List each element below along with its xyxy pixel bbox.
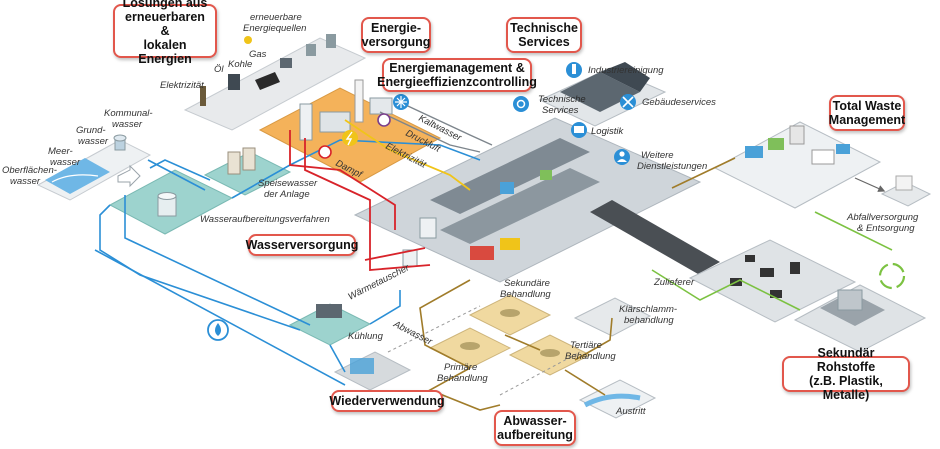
- box-water-supply: Wasserversorgung: [245, 234, 359, 256]
- label-waste-disposal-1: Abfallversorgung: [846, 212, 919, 223]
- box-total-waste-text: Total Waste Management: [828, 99, 906, 127]
- label-feedwater-2: der Anlage: [264, 189, 310, 200]
- box-wastewater-treatment-text: Abwasser- aufbereitung: [497, 414, 573, 442]
- label-sea-2: wasser: [50, 157, 81, 168]
- label-surface-1: Oberflächen-: [2, 165, 57, 176]
- label-primary-1: Primäre: [444, 362, 477, 373]
- waste-management-platform: [713, 121, 882, 209]
- energy-source-objects: [200, 34, 336, 106]
- box-technical-services: Technische Services: [506, 17, 582, 53]
- label-feedwater-1: Speisewasser: [258, 178, 318, 189]
- label-tech-services-1: Technische: [538, 94, 586, 105]
- secondary-raw-platform: [793, 284, 927, 353]
- box-renewables-text: Lösungen aus erneuerbaren & lokalen Ener…: [122, 0, 208, 66]
- label-secondary-1: Sekundäre: [504, 278, 550, 289]
- label-suppliers: Zulieferer: [653, 277, 695, 288]
- label-waste-disposal-2: & Entsorgung: [857, 223, 915, 234]
- road: [590, 200, 720, 274]
- worker-icon: [614, 149, 630, 165]
- wastewater-line: [419, 279, 613, 411]
- label-renewable-2: Energiequellen: [243, 23, 306, 34]
- box-renewables: Lösungen aus erneuerbaren & lokalen Ener…: [113, 0, 217, 66]
- label-tertiary-2: Behandlung: [565, 351, 616, 362]
- disposal-arrow: [854, 177, 886, 192]
- label-municipal-1: Kommunal-: [104, 108, 153, 119]
- building-services-icon: [620, 94, 636, 110]
- label-wastewater: Abwasser: [391, 318, 435, 348]
- reuse-platform: [333, 351, 412, 391]
- steam-icon: [318, 145, 332, 159]
- label-logistics: Logistik: [591, 126, 624, 137]
- dashed-separators: [387, 305, 581, 396]
- recycle-lines: [651, 211, 893, 311]
- box-wastewater-treatment: Abwasser- aufbereitung: [494, 410, 576, 446]
- box-secondary-raw: Sekundär Rohstoffe (z.B. Plastik, Metall…: [782, 346, 910, 402]
- label-tech-services-2: Services: [542, 105, 579, 116]
- cleaning-icon: [566, 62, 582, 78]
- label-sea-1: Meer-: [48, 146, 73, 157]
- label-ground-2: wasser: [78, 136, 109, 147]
- electricity-icon: [342, 130, 358, 146]
- label-water-treatment: Wasseraufbereitungsverfahren: [200, 214, 330, 225]
- box-reuse: Wiederverwendung: [329, 390, 445, 412]
- label-electricity-source: Elektrizität: [160, 80, 204, 91]
- water-drop-icon: [207, 319, 229, 341]
- water-sources-platform: [36, 139, 152, 201]
- box-energy-management: Energiemanagement & Energieeffizienzcont…: [377, 58, 537, 92]
- suppliers-platform: [688, 239, 857, 323]
- label-coal: Kohle: [228, 59, 252, 70]
- label-sludge-1: Klärschlamm-: [619, 304, 677, 315]
- box-total-waste: Total Waste Management: [829, 95, 905, 131]
- label-heat-exchanger: Wärmetauscher: [346, 262, 411, 303]
- label-outlet: Austritt: [615, 406, 646, 417]
- factory-floor: [353, 117, 702, 283]
- recycle-icon: [878, 262, 906, 290]
- box-technical-services-text: Technische Services: [510, 21, 578, 49]
- technical-services-icon: [513, 96, 529, 112]
- waste-disposal-building: [880, 175, 932, 207]
- box-reuse-text: Wiederverwendung: [329, 394, 445, 408]
- label-renewable-1: erneuerbare: [250, 12, 302, 23]
- steam-lines: [289, 130, 431, 271]
- label-further-2: Dienstleistungen: [637, 161, 707, 172]
- label-municipal-2: wasser: [112, 119, 143, 130]
- water-lines: [94, 139, 481, 386]
- utility-lines: [379, 99, 493, 153]
- label-further-1: Weitere: [641, 150, 674, 161]
- label-sludge-2: behandlung: [624, 315, 674, 326]
- label-ground-1: Grund-: [76, 125, 106, 136]
- label-primary-2: Behandlung: [437, 373, 488, 384]
- box-water-supply-text: Wasserversorgung: [245, 238, 359, 252]
- label-secondary-2: Behandlung: [500, 289, 551, 300]
- box-secondary-raw-text: Sekundär Rohstoffe (z.B. Plastik, Metall…: [809, 346, 883, 402]
- label-tertiary-1: Tertiäre: [570, 340, 602, 351]
- label-building-services: Gebäudeservices: [642, 97, 716, 108]
- label-oil: Öl: [214, 64, 224, 75]
- box-energy-supply-text: Energie- versorgung: [361, 21, 431, 49]
- label-gas: Gas: [249, 49, 267, 60]
- gauge-icon: [377, 113, 391, 127]
- label-surface-2: wasser: [10, 176, 41, 187]
- waste-flow-line: [671, 157, 736, 189]
- label-industrial-cleaning: Industriereinigung: [588, 65, 664, 76]
- snowflake-icon: [393, 94, 409, 110]
- feedwater-platform: [203, 147, 292, 196]
- electricity-line: [344, 119, 471, 191]
- water-input-arrow: [117, 164, 141, 188]
- box-energy-management-text: Energiemanagement & Energieeffizienzcont…: [377, 61, 537, 89]
- water-treatment-platform: [108, 169, 234, 235]
- box-energy-supply: Energie- versorgung: [361, 17, 431, 53]
- water-tower-icon: [113, 134, 127, 151]
- label-cooling: Kühlung: [348, 331, 384, 342]
- logistics-icon: [571, 122, 587, 138]
